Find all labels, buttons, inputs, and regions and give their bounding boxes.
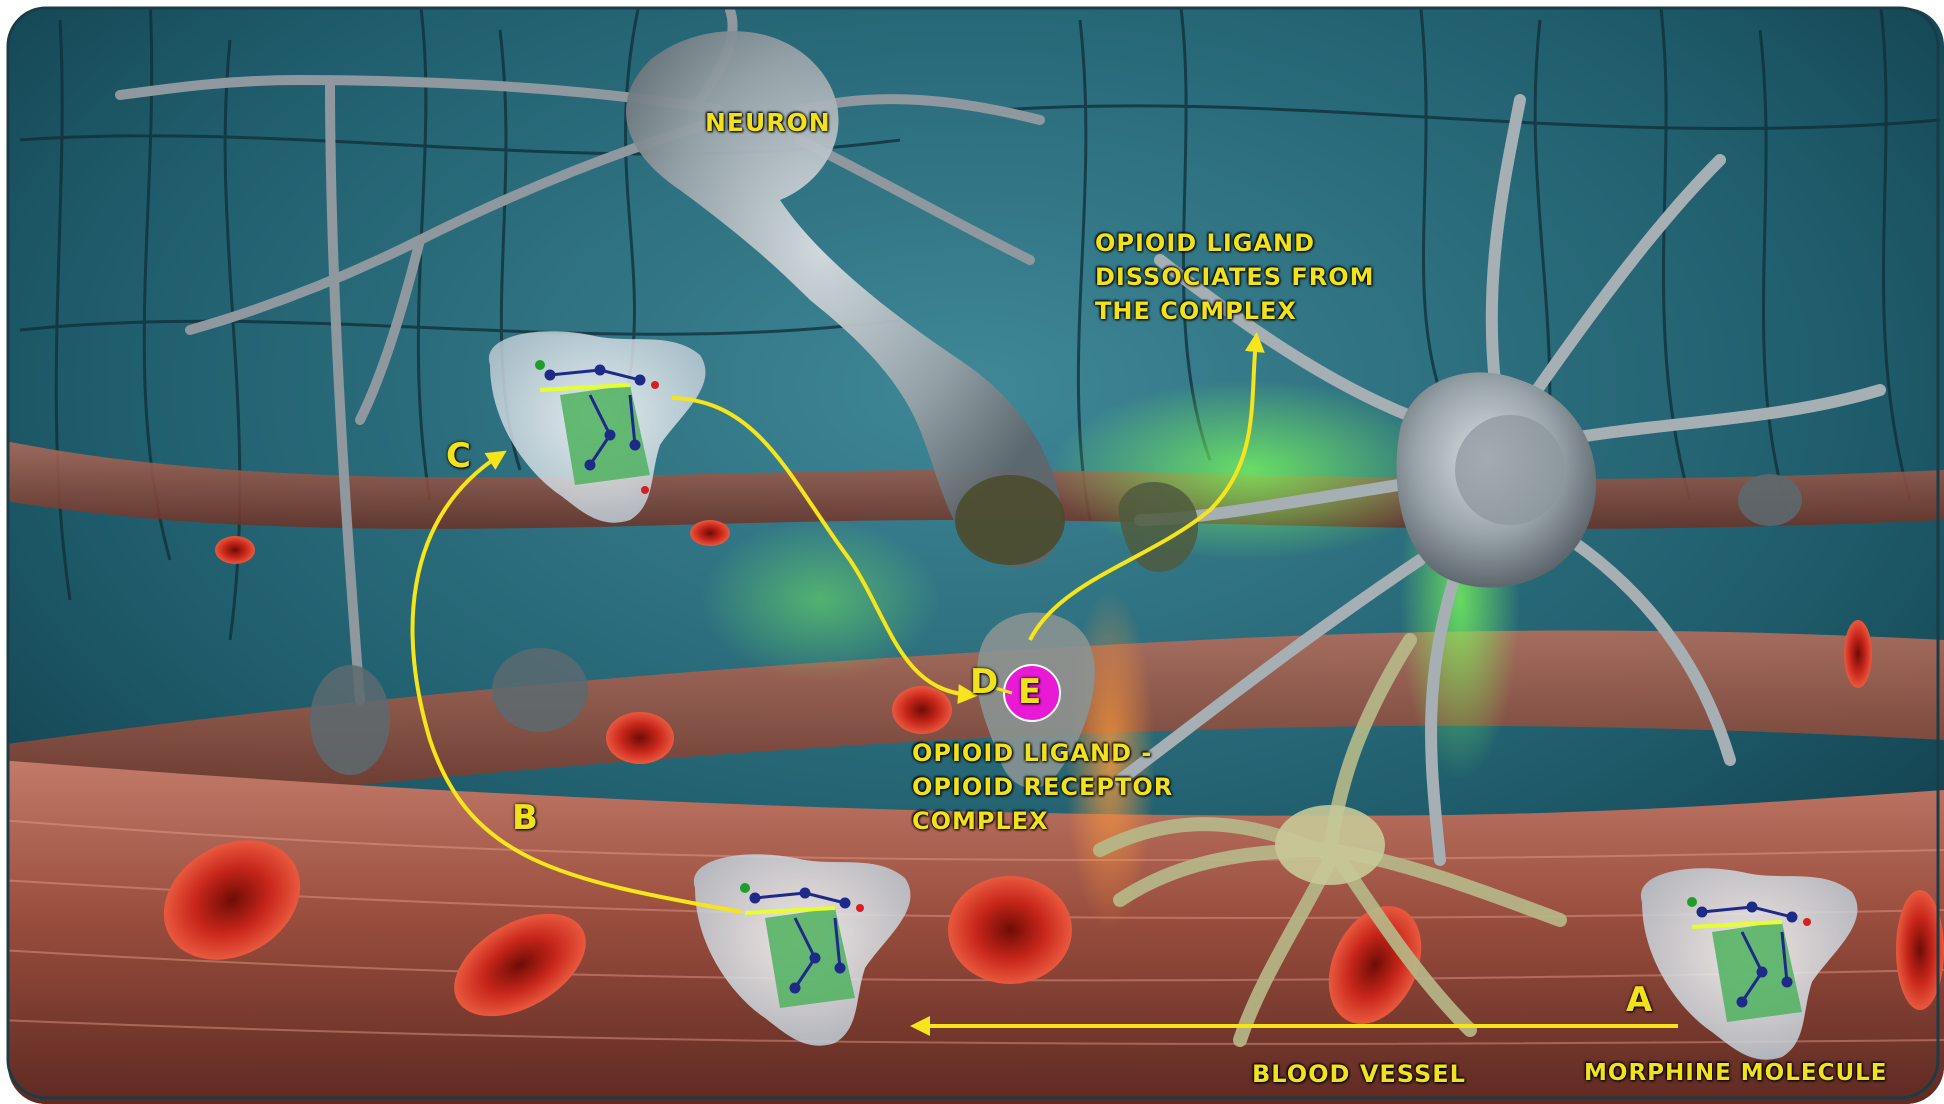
step-e: E	[1018, 672, 1041, 712]
neuron-soma	[310, 665, 390, 775]
neuron-soma	[1738, 474, 1802, 526]
label-blood-vessel: BLOOD VESSEL	[1252, 1057, 1466, 1091]
neuron-soma	[492, 648, 588, 732]
label-complex-line2: OPIOID RECEPTOR	[912, 770, 1173, 804]
label-dissociates: OPIOID LIGAND DISSOCIATES FROM THE COMPL…	[1095, 226, 1375, 328]
red-blood-cell	[1844, 620, 1872, 688]
label-morphine-molecule: MORPHINE MOLECULE	[1584, 1056, 1888, 1090]
red-blood-cell	[948, 876, 1072, 984]
step-c: C	[446, 436, 471, 476]
label-complex-line1: OPIOID LIGAND -	[912, 736, 1173, 770]
step-b: B	[512, 798, 538, 838]
label-dissociates-line3: THE COMPLEX	[1095, 294, 1375, 328]
label-dissociates-line2: DISSOCIATES FROM	[1095, 260, 1375, 294]
step-d: D	[970, 662, 998, 702]
astrocyte-body	[1275, 805, 1385, 885]
label-dissociates-line1: OPIOID LIGAND	[1095, 226, 1375, 260]
red-blood-cell	[215, 536, 255, 564]
neuron-nucleus	[1455, 415, 1565, 525]
red-blood-cell	[606, 712, 674, 764]
label-complex-line3: COMPLEX	[912, 804, 1173, 838]
red-blood-cell	[892, 686, 952, 734]
step-a: A	[1626, 980, 1652, 1020]
axon-terminal	[955, 475, 1065, 565]
red-blood-cell	[690, 520, 730, 546]
label-neuron: NEURON	[705, 106, 831, 140]
label-complex: OPIOID LIGAND - OPIOID RECEPTOR COMPLEX	[912, 736, 1173, 838]
